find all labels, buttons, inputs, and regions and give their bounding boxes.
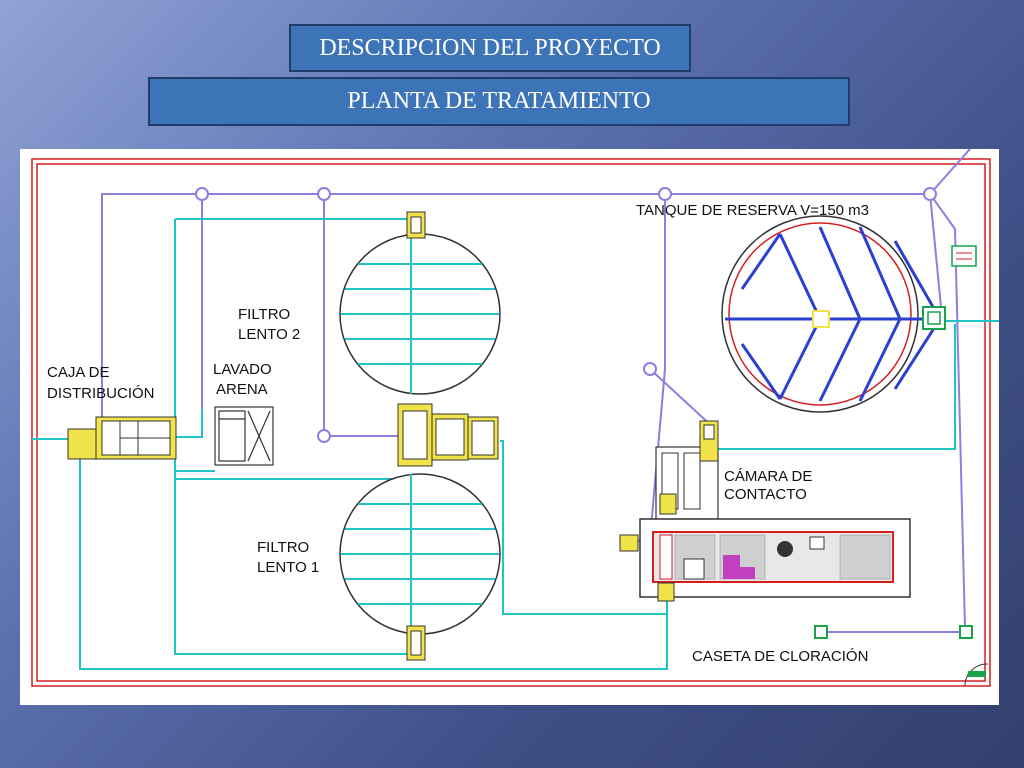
distribution-box-label-line2: DISTRIBUCIÓN — [47, 385, 155, 402]
perimeter-fence — [31, 158, 991, 687]
slide-subtitle: PLANTA DE TRATAMIENTO — [148, 77, 850, 126]
sand-washing-unit — [214, 406, 274, 466]
distribution-box-label-line1: CAJA DE — [47, 364, 110, 381]
site-plan-drawing: TANQUE DE RESERVA V=150 m3 FILTRO LENTO … — [20, 149, 999, 705]
manholes — [814, 625, 973, 639]
chlorination-booth — [619, 518, 911, 602]
filter1-label-line2: LENTO 1 — [257, 559, 319, 576]
tank-label: TANQUE DE RESERVA V=150 m3 — [636, 202, 869, 219]
drainage-nodes — [195, 187, 937, 443]
sand-wash-label-line1: LAVADO — [213, 361, 272, 378]
slow-filter-2 — [339, 233, 501, 395]
filter1-label-line1: FILTRO — [257, 539, 309, 556]
filter2-label-line2: LENTO 2 — [238, 326, 300, 343]
contact-chamber-label-line2: CONTACTO — [724, 486, 807, 503]
slide-title: DESCRIPCION DEL PROYECTO — [289, 24, 691, 72]
reserve-tank — [721, 215, 946, 413]
slow-filter-1 — [339, 473, 501, 635]
chlorination-booth-label: CASETA DE CLORACIÓN — [692, 648, 868, 665]
sand-wash-label-line2: ARENA — [216, 381, 268, 398]
filter2-label-line1: FILTRO — [238, 306, 290, 323]
north-arrow — [964, 663, 989, 687]
contact-chamber — [655, 420, 719, 520]
contact-chamber-label-line1: CÁMARA DE — [724, 468, 812, 485]
septic-marker — [951, 245, 977, 267]
distribution-box — [67, 416, 177, 460]
